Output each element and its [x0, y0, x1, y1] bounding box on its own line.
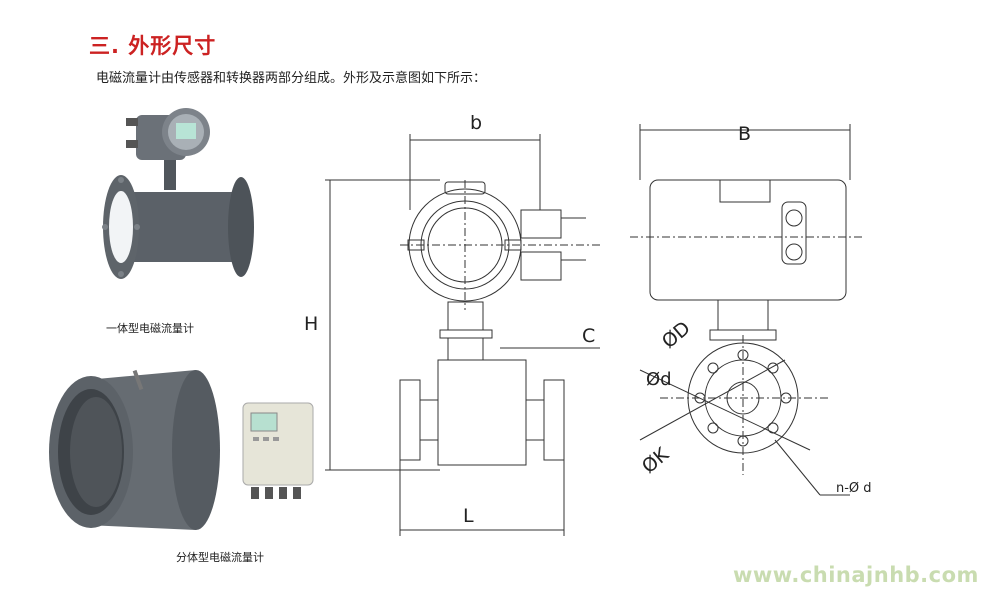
- dim-phiK: ØK: [638, 443, 674, 478]
- section-title: 三. 外形尺寸: [89, 34, 217, 58]
- dim-C: C: [582, 325, 595, 347]
- side-view-drawing: B ØD Ød ØK n-Ø d: [630, 123, 872, 496]
- dim-phiD: ØD: [658, 317, 695, 353]
- integrated-caption: 一体型电磁流量计: [106, 322, 194, 335]
- watermark: www.chinajnhb.com: [733, 563, 979, 587]
- integrated-flowmeter-photo: [102, 108, 254, 279]
- dim-L: L: [463, 505, 474, 527]
- dim-H: H: [304, 313, 318, 335]
- split-sensor-photo: [49, 369, 220, 530]
- converter-box-photo: [242, 402, 314, 499]
- front-view-drawing: b H C L: [304, 112, 600, 536]
- split-caption: 分体型电磁流量计: [176, 551, 264, 564]
- dim-b: b: [470, 112, 482, 134]
- dim-phid: Ød: [646, 369, 672, 390]
- intro-text: 电磁流量计由传感器和转换器两部分组成。外形及示意图如下所示：: [96, 71, 487, 86]
- dim-n-phid: n-Ø d: [836, 481, 872, 496]
- dim-B: B: [738, 123, 751, 145]
